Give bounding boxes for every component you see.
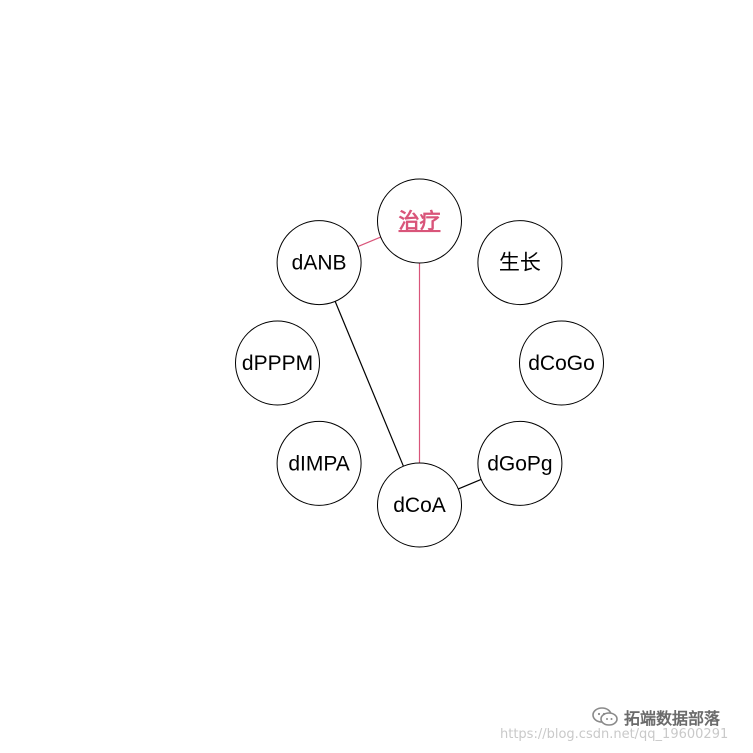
- node-label-dCoGo: dCoGo: [528, 352, 595, 375]
- node-dANB: dANB: [276, 220, 362, 306]
- node-circle-dCoA: [377, 462, 462, 548]
- node-label-dGoPg: dGoPg: [487, 452, 552, 475]
- edge-layer: [334, 236, 482, 490]
- node-label-dIMPA: dIMPA: [288, 452, 349, 475]
- node-dCoGo: dCoGo: [519, 320, 604, 406]
- node-label-dPPPM: dPPPM: [242, 352, 313, 375]
- node-circle-zhiliao: [377, 178, 462, 264]
- edge-zhiliao-dANB: [357, 236, 381, 248]
- node-circle-dGoPg: [477, 420, 563, 506]
- watermark-brand: 拓端数据部落: [624, 709, 721, 728]
- edge-dANB-dCoA: [334, 301, 404, 467]
- edge-dCoA-dGoPg: [458, 478, 482, 490]
- node-zhiliao: 治疗: [377, 178, 462, 264]
- node-label-shengzhang: 生长: [499, 252, 541, 275]
- node-dPPPM: dPPPM: [235, 320, 320, 406]
- node-shengzhang: 生长: [477, 220, 563, 306]
- node-label-dANB: dANB: [292, 252, 347, 275]
- watermark-url: https://blog.csdn.net/qq_19600291: [500, 727, 729, 742]
- node-circle-shengzhang: [477, 220, 563, 306]
- node-label-zhiliao: 治疗: [399, 209, 441, 233]
- node-dGoPg: dGoPg: [477, 420, 563, 506]
- node-circle-dIMPA: [276, 420, 362, 506]
- node-circle-dCoGo: [519, 320, 604, 406]
- wechat-icon: [592, 707, 618, 726]
- node-label-dCoA: dCoA: [393, 494, 446, 517]
- node-circle-dANB: [276, 220, 362, 306]
- watermark-logo: 拓端数据部落: [592, 705, 720, 729]
- node-dCoA: dCoA: [377, 462, 462, 548]
- node-dIMPA: dIMPA: [276, 420, 362, 506]
- node-circle-dPPPM: [235, 320, 320, 406]
